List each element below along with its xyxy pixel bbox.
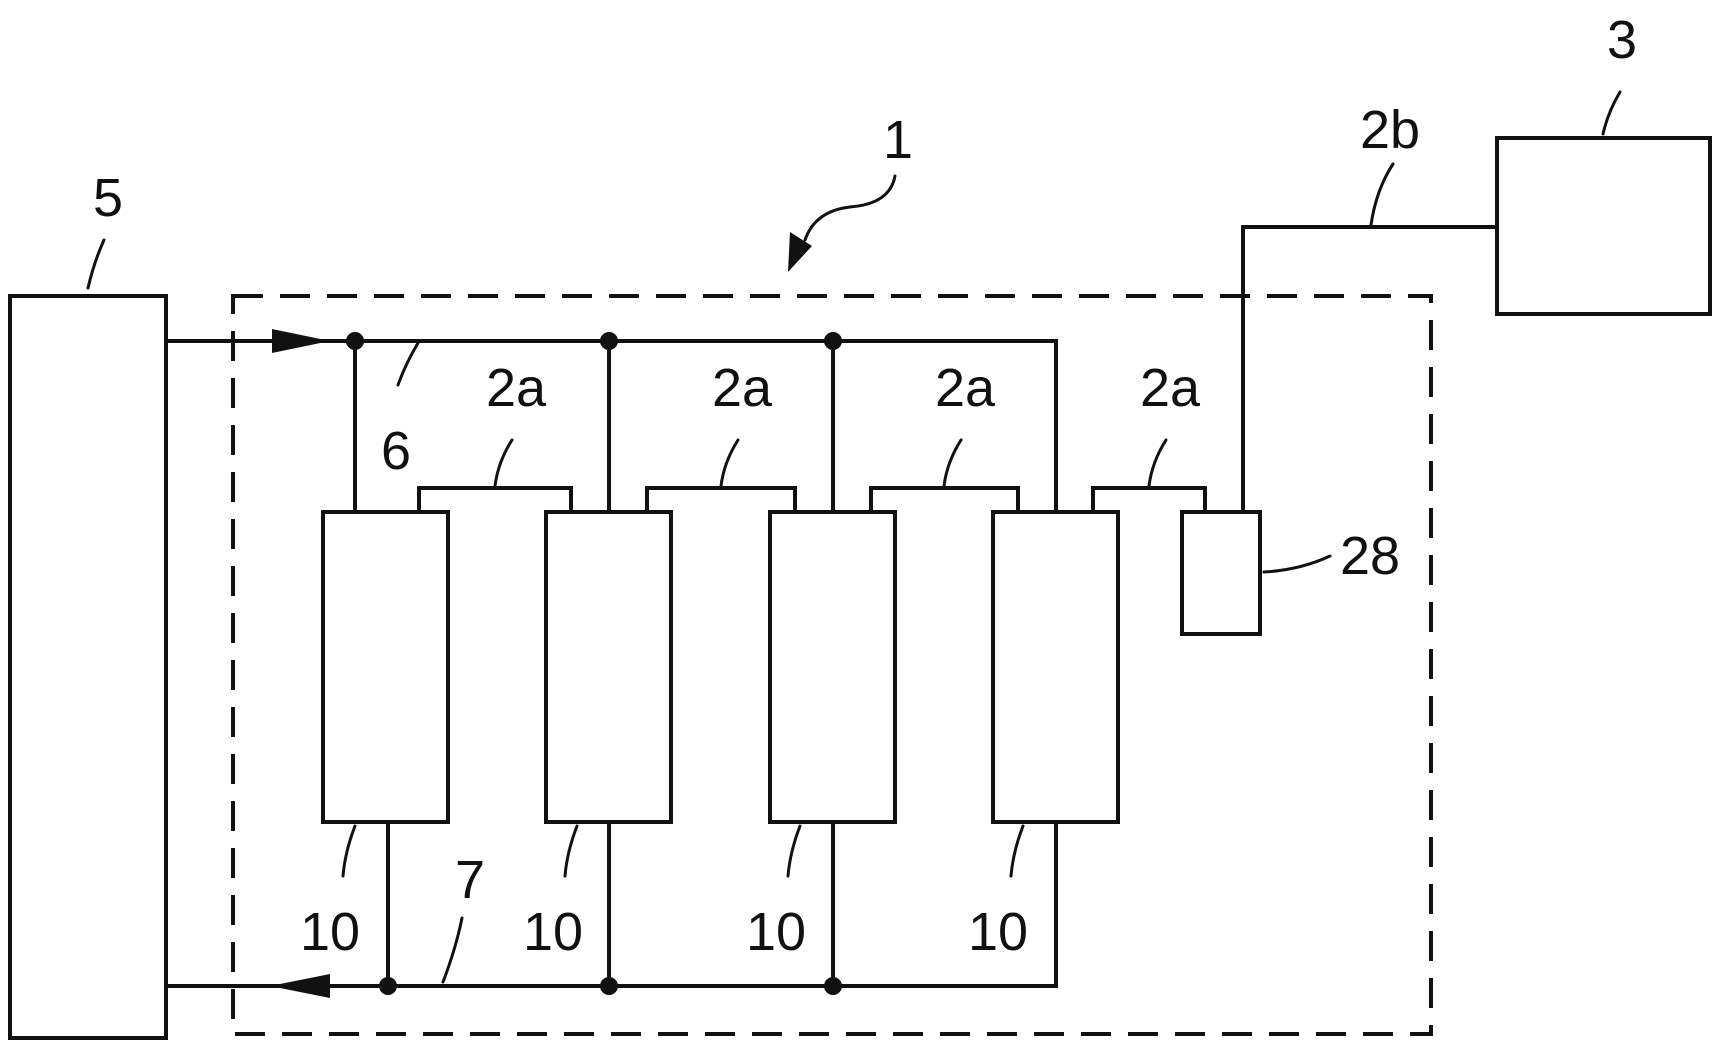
modules [321,510,1120,824]
external-connection [1241,225,1499,514]
module-leader-2 [563,824,579,878]
connection-label-2: 2a [712,358,773,418]
return-junction-3 [824,977,842,995]
supply-junction-2 [600,332,618,350]
return-line-leader [441,916,464,984]
module-box-4 [991,510,1120,824]
return-junction-2 [600,977,618,995]
system-label: 1 [883,110,913,170]
connection-leader-4 [1147,438,1168,488]
system-pointer-arrow [788,232,812,272]
supply-line-main [164,339,1058,514]
connector-leader [1262,554,1332,574]
module-connections [417,486,1207,514]
module-leader-4 [1009,824,1025,878]
module-box-2 [544,510,673,824]
module-connection-4 [1091,486,1207,514]
main-unit-leader [86,238,106,290]
connection-label-4: 2a [1140,358,1201,418]
main-unit-box [8,294,168,1040]
return-line [164,820,1058,998]
main-unit-label: 5 [93,168,123,228]
system-enclosure-dashed [231,294,1433,1036]
external-unit-label: 3 [1607,10,1637,70]
external-connection-label: 2b [1360,100,1420,160]
module-box-3 [768,510,897,824]
return-line-label: 7 [455,850,485,910]
connector-label: 28 [1340,526,1400,586]
return-junction-1 [379,977,397,995]
connection-leader-1 [493,438,514,488]
external-connection-leader [1369,162,1395,227]
module-connection-2 [645,486,797,514]
connection-label-1: 2a [486,358,547,418]
connection-leader-3 [942,438,963,488]
module-label-1: 10 [300,902,360,962]
external-unit-leader [1601,90,1622,136]
module-leader-1 [341,824,357,878]
connector-box [1180,510,1262,636]
return-flow-arrow [270,974,330,998]
connection-leader-2 [719,438,740,488]
module-leader-3 [786,824,802,878]
supply-line [164,329,1058,514]
module-label-2: 10 [523,902,583,962]
return-line-main [164,820,1058,988]
supply-line-leader [396,341,420,387]
module-connection-1 [417,486,573,514]
supply-flow-arrow [272,329,330,353]
supply-junction-3 [824,332,842,350]
module-label-3: 10 [746,902,806,962]
supply-junction-1 [346,332,364,350]
module-box-1 [321,510,450,824]
connection-label-3: 2a [935,358,996,418]
module-label-4: 10 [968,902,1028,962]
module-connection-3 [869,486,1020,514]
supply-line-label: 6 [381,421,411,481]
system-pointer-leader [803,174,897,242]
external-unit-box [1495,136,1712,316]
